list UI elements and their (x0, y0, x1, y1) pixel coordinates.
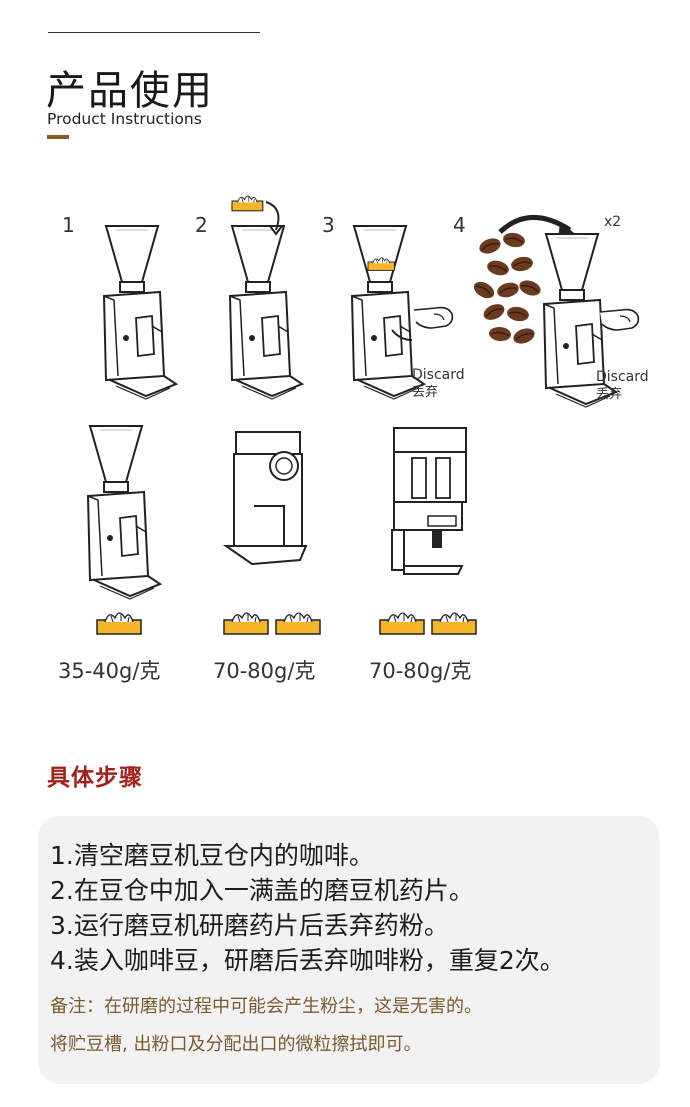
step-number-1: 1 (62, 213, 75, 237)
note-line-2: 将贮豆槽, 出粉口及分配出口的微粒擦拭即可。 (50, 1034, 422, 1055)
note-line-1: 备注：在研磨的过程中可能会产生粉尘，这是无害的。 (50, 996, 482, 1017)
step-number-3: 3 (322, 213, 335, 237)
hand-icon-step-4 (599, 308, 640, 331)
coffee-beans-icon (470, 230, 544, 348)
repeat-label: x2 (604, 214, 621, 230)
grinder-type-small (87, 425, 161, 600)
top-rule (48, 32, 260, 33)
procedure-card: 1.清空磨豆机豆仓内的咖啡。 2.在豆仓中加入一满盖的磨豆机药片。 3.运行磨豆… (38, 816, 660, 1084)
grinder-type-commercial (222, 431, 308, 566)
instruction-illustration: 1 2 3 4 x2 Discard 丢弃 Discard 丢弃 (58, 195, 649, 683)
tablet-tray-double-1 (379, 612, 425, 635)
dose-label-double: 70-80g/克 (369, 659, 471, 683)
procedure-heading: 具体步骤 (47, 765, 143, 791)
discard-label-en: Discard (412, 367, 465, 383)
title-accent-bar (47, 135, 69, 139)
procedure-steps: 1.清空磨豆机豆仓内的咖啡。 2.在豆仓中加入一满盖的磨豆机药片。 3.运行磨豆… (50, 838, 565, 978)
page-title: 产品使用 (46, 68, 214, 114)
dose-label-commercial: 70-80g/克 (213, 659, 315, 683)
procedure-step-2: 2.在豆仓中加入一满盖的磨豆机药片。 (50, 876, 474, 905)
discard-arrow-icon (391, 329, 413, 341)
hand-icon (413, 306, 454, 329)
discard-label-cn: 丢弃 (412, 385, 438, 400)
tablet-tray-small-1 (96, 612, 142, 635)
tablet-tray-commercial-2 (275, 612, 321, 635)
grinder-type-double (391, 427, 467, 575)
grinder-step-1 (103, 225, 177, 400)
step-number-2: 2 (195, 213, 208, 237)
procedure-step-1: 1.清空磨豆机豆仓内的咖啡。 (50, 841, 374, 870)
discard-label-en-step-4: Discard (596, 369, 649, 385)
discard-label-cn-step-4: 丢弃 (596, 387, 622, 402)
tablet-tray-double-2 (431, 612, 477, 635)
procedure-step-3: 3.运行磨豆机研磨药片后丢弃药粉。 (50, 911, 449, 940)
grinder-step-2 (229, 225, 303, 400)
dose-label-small: 35-40g/克 (58, 659, 160, 683)
tablet-tray-commercial-1 (223, 612, 269, 635)
step-number-4: 4 (453, 213, 466, 237)
page-subtitle: Product Instructions (47, 110, 202, 128)
arrow-down-icon (265, 201, 280, 231)
tablet-tray-icon (231, 195, 264, 212)
procedure-step-4: 4.装入咖啡豆，研磨后丢弃咖啡粉，重复2次。 (50, 946, 565, 975)
